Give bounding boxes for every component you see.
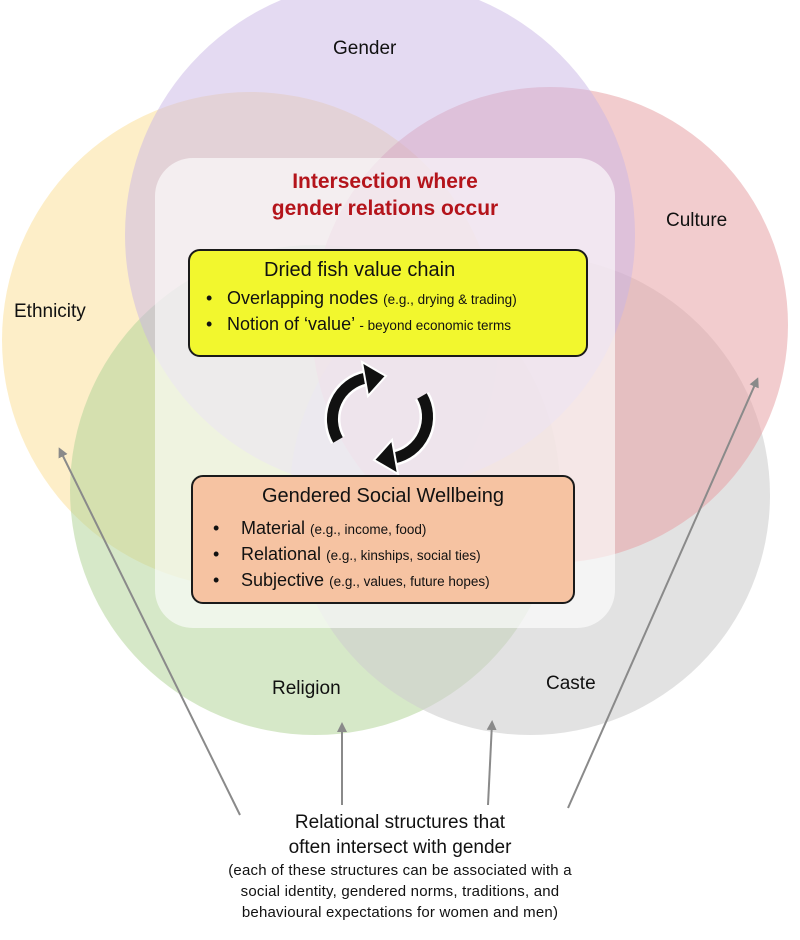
- footer-note3: behavioural expectations for women and m…: [241, 904, 559, 921]
- intersection-title-line2: gender relations occur: [271, 197, 499, 220]
- wellbeing-item-detail: (e.g., values, future hopes): [329, 574, 490, 589]
- value-chain-title: Dried fish value chain: [264, 259, 456, 281]
- wellbeing-item-main: Relational: [241, 544, 322, 564]
- arrow-to-ethnicity: [58, 447, 241, 816]
- list-item: Notion of ‘value’ - beyond economic term…: [202, 312, 574, 338]
- value-chain-box: Dried fish value chain Overlapping nodes…: [188, 249, 588, 357]
- list-item: Subjective (e.g., values, future hopes): [203, 568, 563, 594]
- footer-line1: Relational structures that: [294, 812, 506, 833]
- wellbeing-item-detail: (e.g., kinships, social ties): [326, 548, 481, 563]
- ethnicity-label: Ethnicity: [14, 301, 86, 322]
- value-chain-item-main: Notion of ‘value’: [227, 314, 355, 334]
- footer-caption: Relational structures that often interse…: [150, 810, 650, 923]
- intersection-title: Intersection where gender relations occu…: [200, 168, 570, 222]
- wellbeing-item-main: Subjective: [241, 570, 325, 590]
- wellbeing-item-main: Material: [241, 518, 306, 538]
- wellbeing-list: Material (e.g., income, food) Relational…: [203, 516, 563, 594]
- caste-label: Caste: [546, 673, 596, 694]
- intersection-title-line1: Intersection where: [292, 170, 478, 193]
- footer-note2: social identity, gendered norms, traditi…: [240, 883, 560, 900]
- list-item: Relational (e.g., kinships, social ties): [203, 542, 563, 568]
- culture-label: Culture: [666, 210, 728, 231]
- wellbeing-title: Gendered Social Wellbeing: [261, 485, 504, 507]
- value-chain-item-main: Overlapping nodes: [227, 288, 379, 308]
- value-chain-item-detail: - beyond economic terms: [359, 318, 511, 333]
- gender-label: Gender: [333, 38, 397, 59]
- list-item: Overlapping nodes (e.g., drying & tradin…: [202, 286, 574, 312]
- circular-arrows-icon: [324, 360, 436, 476]
- value-chain-item-detail: (e.g., drying & trading): [383, 292, 517, 307]
- arrow-to-culture: [567, 377, 759, 809]
- wellbeing-item-detail: (e.g., income, food): [310, 522, 427, 537]
- list-item: Material (e.g., income, food): [203, 516, 563, 542]
- value-chain-list: Overlapping nodes (e.g., drying & tradin…: [202, 286, 574, 338]
- footer-note1: (each of these structures can be associa…: [228, 862, 572, 879]
- religion-label: Religion: [272, 678, 341, 699]
- footer-line2: often intersect with gender: [288, 837, 512, 858]
- arrow-to-caste: [486, 720, 497, 806]
- wellbeing-box: Gendered Social Wellbeing Material (e.g.…: [191, 475, 575, 604]
